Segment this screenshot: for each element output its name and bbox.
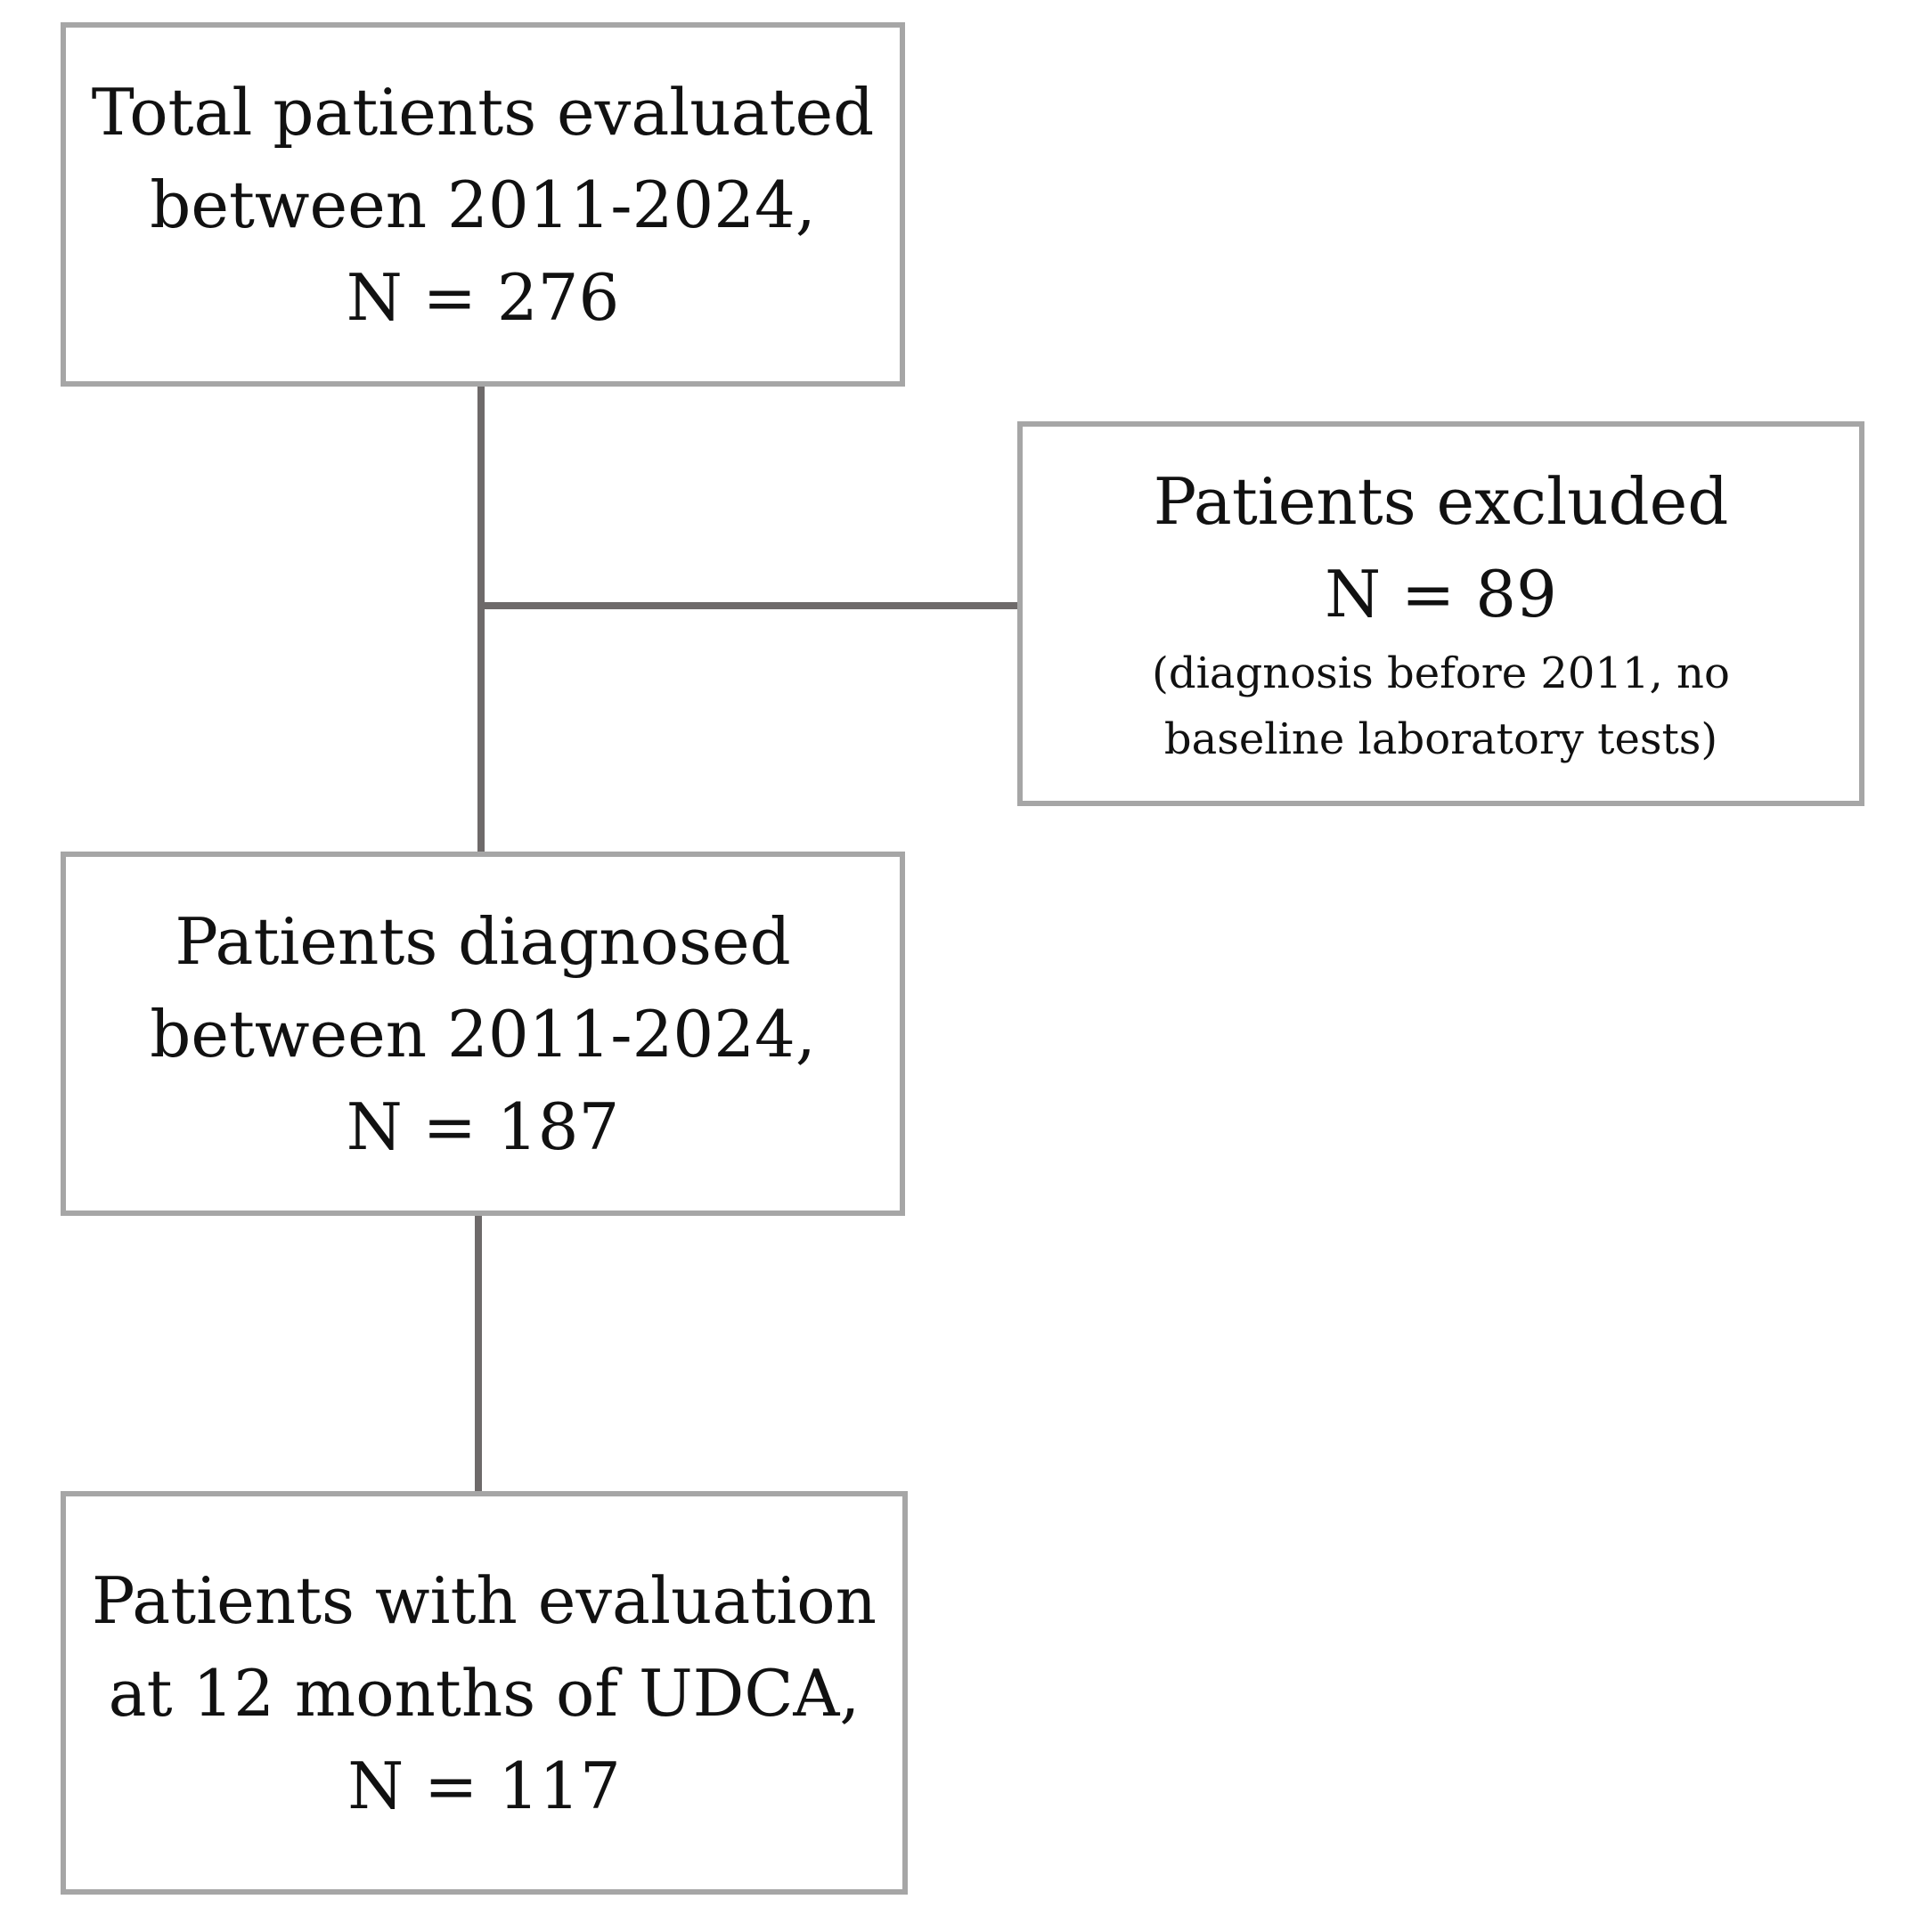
box-evaluated-line-2: at 12 months of UDCA,: [108, 1655, 861, 1731]
box-diagnosed-line-1: Patients diagnosed: [175, 903, 791, 979]
box-diagnosed-line-2: between 2011-2024,: [150, 996, 816, 1072]
box-diagnosed-count: N = 187: [346, 1088, 620, 1164]
box-patients-diagnosed: Patients diagnosed between 2011-2024, N …: [61, 852, 905, 1216]
box-patients-excluded: Patients excluded N = 89 (diagnosis befo…: [1017, 421, 1864, 806]
box-total-count: N = 276: [346, 259, 620, 335]
box-excluded-line-1: Patients excluded: [1153, 464, 1729, 539]
box-total-line-2: between 2011-2024,: [150, 167, 816, 242]
box-excluded-reason-1: (diagnosis before 2011, no: [1152, 648, 1730, 698]
connector-to-excluded: [477, 602, 1017, 609]
box-patients-evaluated-12-months: Patients with evaluation at 12 months of…: [61, 1491, 908, 1895]
box-evaluated-count: N = 117: [347, 1748, 621, 1823]
box-evaluated-line-1: Patients with evaluation: [92, 1562, 877, 1638]
box-total-patients: Total patients evaluated between 2011-20…: [61, 22, 905, 387]
connector-total-to-diagnosed: [477, 379, 485, 852]
box-excluded-count: N = 89: [1325, 557, 1557, 632]
box-excluded-reason-2: baseline laboratory tests): [1163, 714, 1718, 764]
connector-diagnosed-to-evaluated: [475, 1211, 482, 1491]
box-total-line-1: Total patients evaluated: [91, 74, 875, 150]
